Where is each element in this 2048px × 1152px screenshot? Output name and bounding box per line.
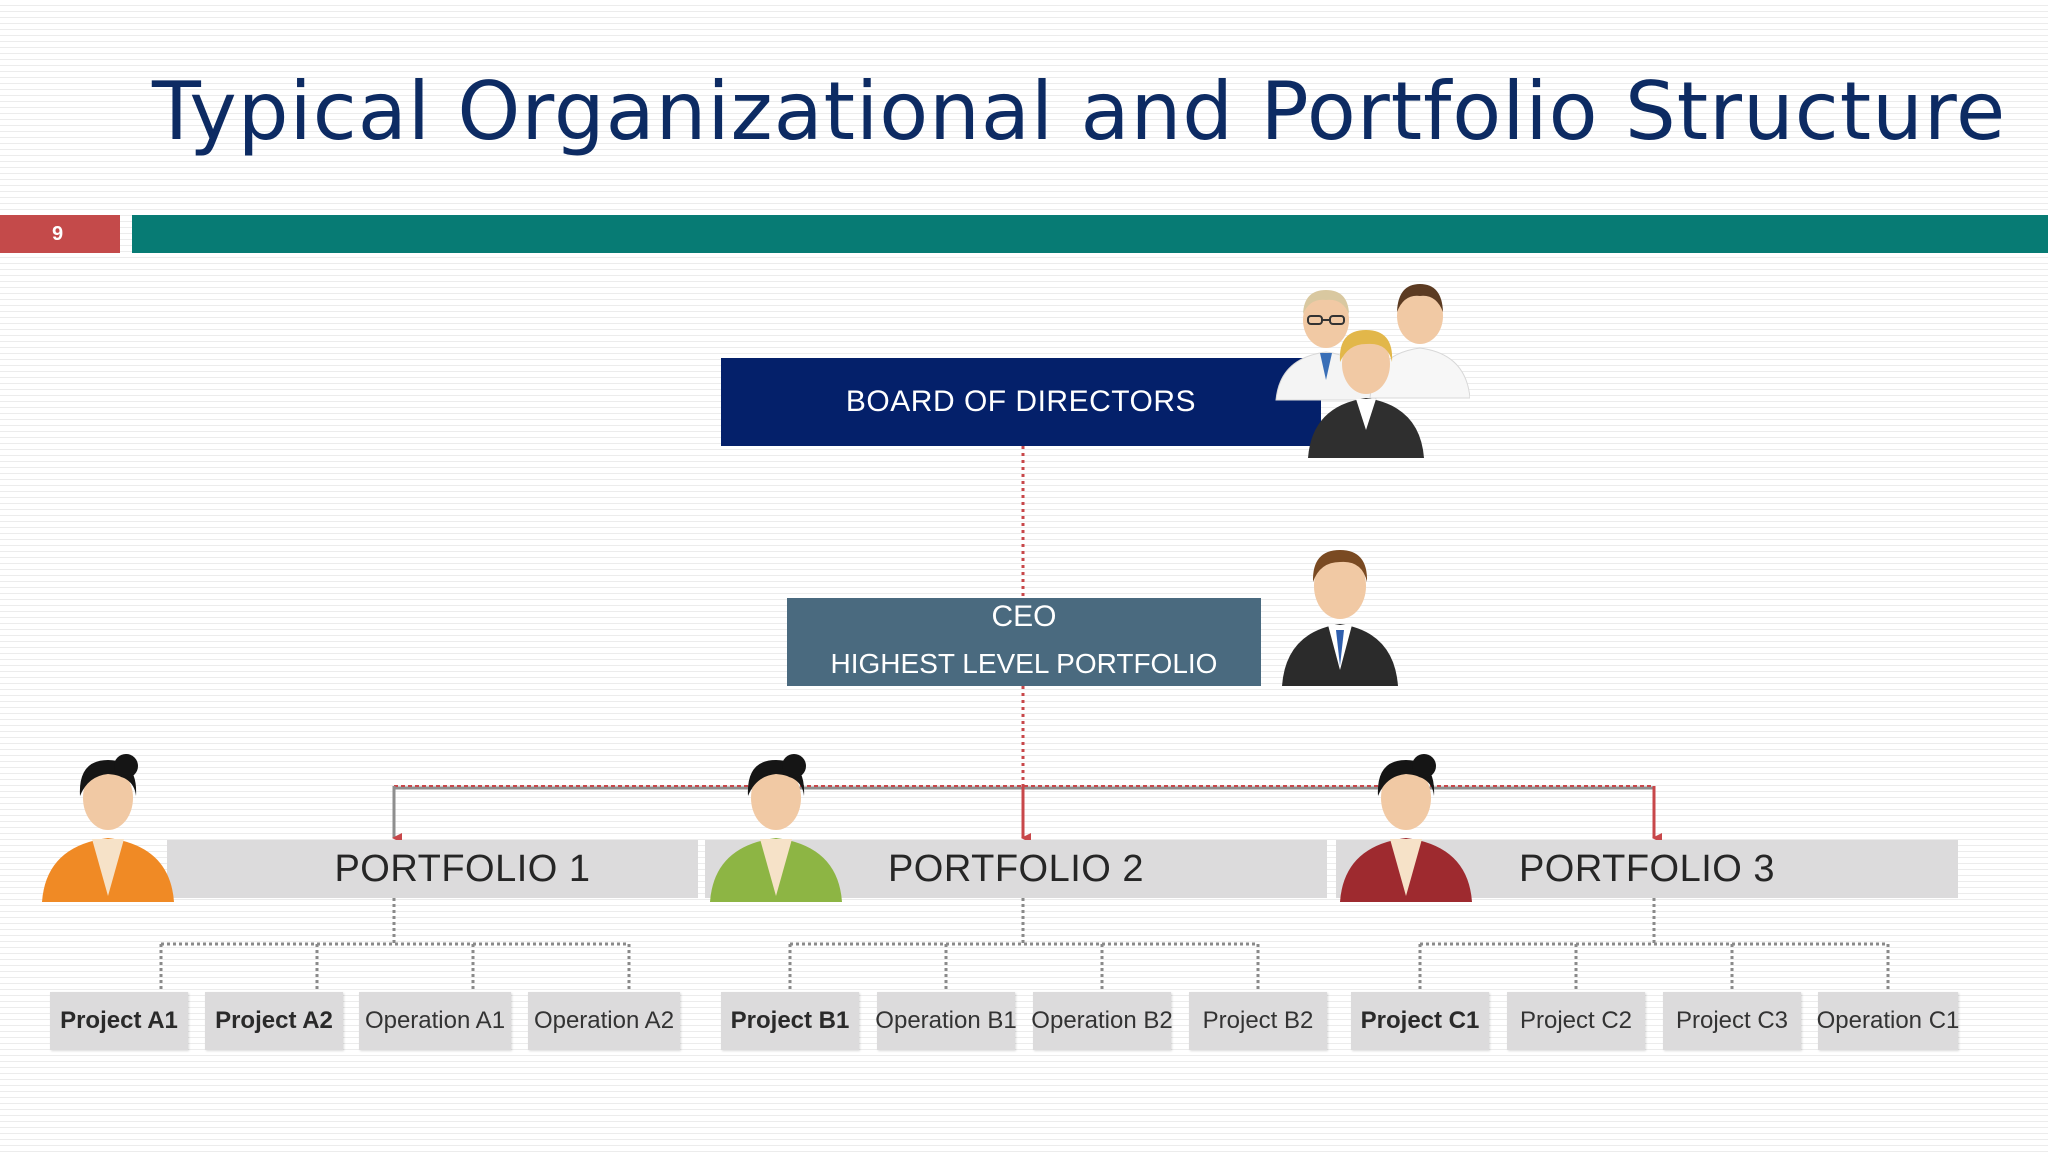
slide-title: Typical Organizational and Portfolio Str… bbox=[152, 65, 2007, 158]
board-of-directors-label: BOARD OF DIRECTORS bbox=[845, 385, 1197, 418]
manager-green-icon bbox=[710, 754, 842, 902]
board-of-directors-box: BOARD OF DIRECTORS bbox=[721, 358, 1321, 446]
ceo-person-icon bbox=[1282, 550, 1398, 686]
portfolio-1-box: PORTFOLIO 1 bbox=[167, 840, 698, 898]
board-group-icon bbox=[1275, 284, 1470, 458]
leaf-operation-a1: Operation A1 bbox=[359, 992, 511, 1050]
leaf-project-a2: Project A2 bbox=[205, 992, 343, 1050]
manager-orange-icon bbox=[42, 754, 174, 902]
portfolio-2-label: PORTFOLIO 2 bbox=[887, 847, 1145, 890]
leaf-operation-a2: Operation A2 bbox=[528, 992, 680, 1050]
leaf-project-b2: Project B2 bbox=[1189, 992, 1327, 1050]
portfolio-3-subtree bbox=[1418, 898, 1890, 992]
leaf-operation-b1: Operation B1 bbox=[875, 992, 1017, 1050]
leaf-operation-c1: Operation C1 bbox=[1817, 992, 1959, 1050]
page-number: 9 bbox=[0, 215, 120, 253]
leaf-project-c3: Project C3 bbox=[1663, 992, 1801, 1050]
leaf-operation-b2: Operation B2 bbox=[1031, 992, 1173, 1050]
portfolio-1-label: PORTFOLIO 1 bbox=[334, 847, 591, 890]
ceo-box: CEO HIGHEST LEVEL PORTFOLIO bbox=[787, 598, 1261, 686]
leaf-project-a1: Project A1 bbox=[50, 992, 188, 1050]
leaf-project-b1: Project B1 bbox=[721, 992, 859, 1050]
accent-bar bbox=[132, 215, 2048, 253]
portfolio-1-subtree bbox=[159, 898, 631, 992]
leaf-project-c1: Project C1 bbox=[1351, 992, 1489, 1050]
leaf-project-c2: Project C2 bbox=[1507, 992, 1645, 1050]
manager-red-icon bbox=[1340, 754, 1472, 902]
portfolio-2-subtree bbox=[788, 898, 1260, 992]
ceo-subtitle: HIGHEST LEVEL PORTFOLIO bbox=[830, 648, 1218, 679]
ceo-title: CEO bbox=[991, 600, 1057, 633]
portfolio-3-label: PORTFOLIO 3 bbox=[1518, 847, 1776, 890]
